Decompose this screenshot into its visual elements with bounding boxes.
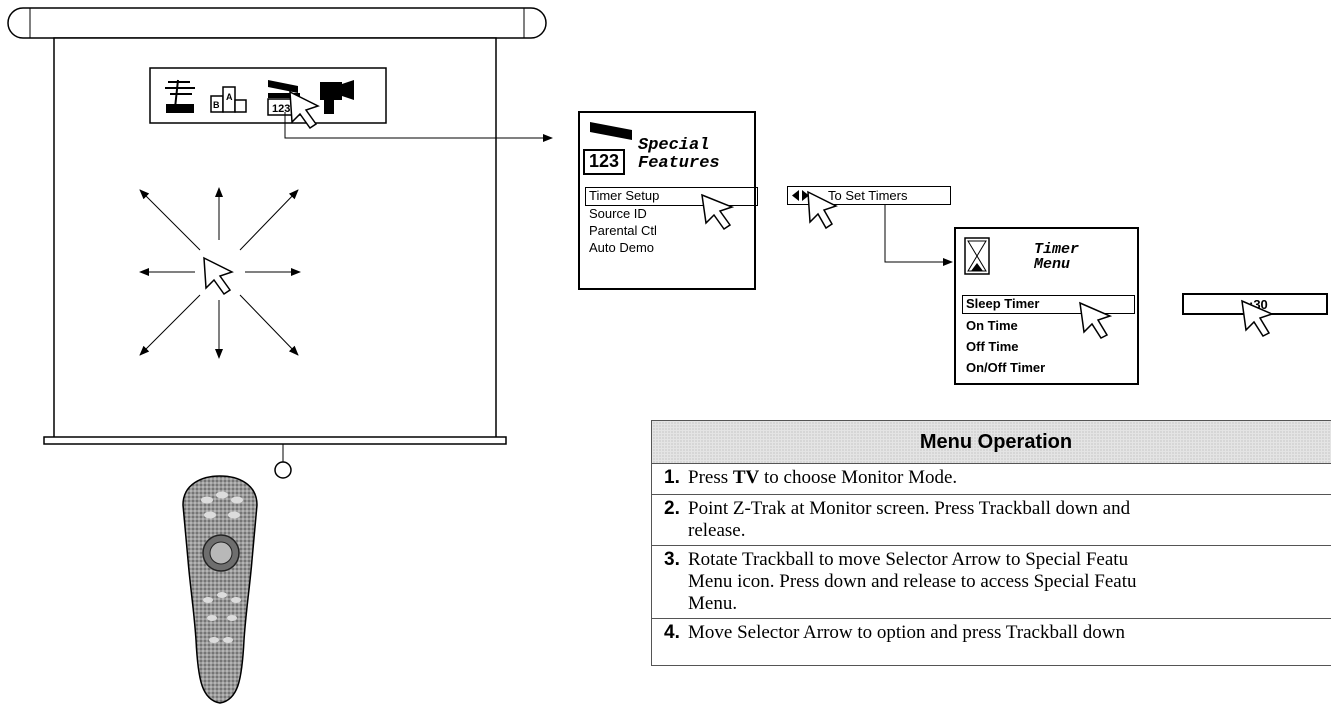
svg-text:A: A: [226, 92, 233, 102]
step-number: 4.: [664, 622, 680, 644]
connector-prompt-to-timer: [885, 196, 952, 262]
step-number: 2.: [664, 498, 680, 520]
menu-title-line2: Features: [638, 155, 720, 172]
hourglass-icon: [964, 237, 990, 275]
menu-item-auto-demo[interactable]: Auto Demo: [589, 240, 654, 255]
clapper-top-icon: [590, 122, 632, 142]
svg-text:123: 123: [272, 103, 290, 115]
selector-arrow-icon: [800, 188, 840, 230]
selector-arrow-icon: [698, 191, 738, 231]
timer-item-on-time[interactable]: On Time: [966, 318, 1018, 333]
table-row: 3. Rotate Trackball to move Selector Arr…: [652, 546, 1331, 619]
timer-item-off-time[interactable]: Off Time: [966, 339, 1019, 354]
step-text-pre: Press: [688, 467, 733, 488]
step-line: Rotate Trackball to move Selector Arrow …: [688, 549, 1331, 571]
step-text-post: to choose Monitor Mode.: [759, 467, 957, 488]
timer-item-on-off-timer[interactable]: On/Off Timer: [966, 360, 1045, 375]
step-line: Menu.: [688, 593, 1331, 615]
table-title: Menu Operation: [652, 421, 1331, 464]
step-line: Point Z-Trak at Monitor screen. Press Tr…: [688, 498, 1331, 520]
step-number: 1.: [664, 467, 680, 489]
menu-item-parental-ctl[interactable]: Parental Ctl: [589, 223, 657, 238]
selector-arrow-icon: [1076, 299, 1116, 341]
icon-menu-bar[interactable]: A B 123: [150, 68, 386, 128]
step-number: 3.: [664, 549, 680, 571]
selector-arrow-icon: [1238, 297, 1278, 339]
menu-operation-table: Menu Operation 1. Press TV to choose Mon…: [651, 420, 1331, 666]
special-features-menu: 123 Special Features Timer Setup Source …: [578, 111, 756, 290]
menu-badge-123: 123: [583, 149, 625, 175]
remote-control-icon: [183, 476, 257, 703]
menu-item-label: Timer Setup: [589, 188, 659, 203]
table-row: 4. Move Selector Arrow to option and pre…: [652, 619, 1331, 666]
step-text-bold: TV: [733, 467, 759, 488]
timer-menu: Timer Menu Sleep Timer On Time Off Time …: [954, 227, 1139, 385]
table-row: 2. Point Z-Trak at Monitor screen. Press…: [652, 495, 1331, 546]
step-line: Menu icon. Press down and release to acc…: [688, 571, 1331, 593]
screen-pull-ring: [275, 462, 291, 478]
menu-title-line1: Special: [638, 137, 709, 154]
menu-item-source-id[interactable]: Source ID: [589, 206, 647, 221]
step-line: release.: [688, 520, 1331, 542]
svg-text:B: B: [213, 100, 220, 110]
screen-roller: [8, 8, 546, 38]
timer-title-line2: Menu: [1034, 256, 1070, 273]
step-line: Move Selector Arrow to option and press …: [688, 622, 1331, 644]
timer-item-label: Sleep Timer: [966, 296, 1039, 311]
table-row: 1. Press TV to choose Monitor Mode.: [652, 464, 1331, 495]
screen-bottom-bar: [44, 437, 506, 444]
